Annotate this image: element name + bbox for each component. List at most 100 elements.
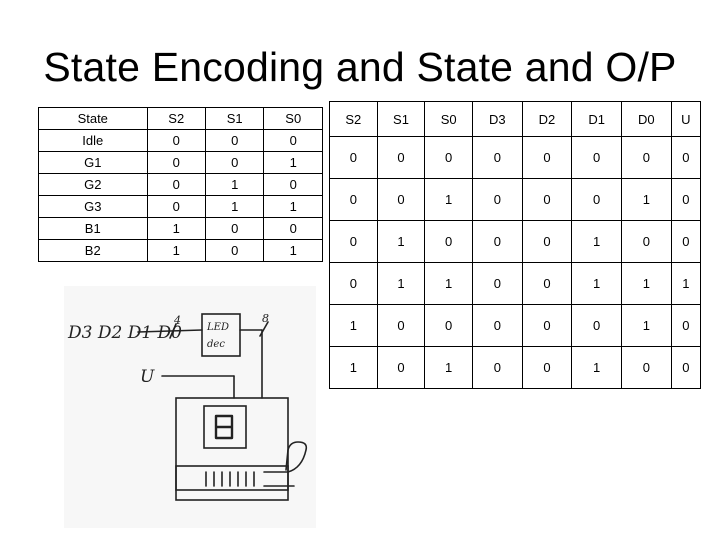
table-cell: 0 (146, 151, 206, 174)
table-cell: 0 (329, 136, 378, 179)
table-row: B2 1 0 1 (38, 239, 323, 262)
table-row: 1 0 0 0 0 0 1 0 (329, 304, 702, 347)
header-cell: U (670, 101, 702, 137)
table-cell: 0 (146, 195, 206, 218)
table-cell: 0 (571, 136, 622, 179)
header-cell: D0 (620, 101, 672, 137)
table-cell: 0 (329, 220, 378, 263)
header-cell: D3 (471, 101, 523, 137)
table-cell: 0 (376, 346, 426, 389)
table-cell: 0 (424, 304, 473, 347)
table-cell: 1 (424, 262, 473, 305)
page-title: State Encoding and State and O/P (43, 44, 677, 90)
header-cell: D2 (521, 101, 573, 137)
table-cell: 0 (670, 136, 702, 179)
table-row: B1 1 0 0 (38, 217, 323, 240)
table-cell: 0 (424, 136, 473, 179)
cable-wire (263, 441, 308, 487)
table-cell: 1 (204, 173, 265, 196)
table-cell: G3 (38, 195, 148, 218)
table-cell: 0 (146, 129, 206, 152)
table-cell: 1 (424, 178, 473, 221)
table-row: Idle 0 0 0 (38, 129, 323, 152)
decoder-label-line1: LED (206, 322, 229, 333)
decoder-label-line2: dec (207, 339, 225, 350)
table-cell: 0 (376, 304, 426, 347)
u-label: U (140, 367, 155, 387)
table-cell: 0 (471, 304, 523, 347)
table-cell: 0 (424, 220, 473, 263)
table-row: 0 0 1 0 0 0 1 0 (329, 178, 702, 221)
seven-segment-frame (203, 405, 247, 449)
output-bus-slash (259, 321, 269, 337)
table-cell: 0 (471, 178, 523, 221)
table-cell: Idle (38, 129, 148, 152)
table-row: 0 1 1 0 0 1 1 1 (329, 262, 702, 305)
table-cell: 0 (329, 178, 378, 221)
table-row: 0 0 0 0 0 0 0 0 (329, 136, 702, 179)
table-cell: 0 (571, 304, 622, 347)
header-cell: S2 (146, 107, 206, 130)
table-cell: 1 (620, 262, 672, 305)
header-cell: S2 (329, 101, 378, 137)
table-cell: 0 (670, 220, 702, 263)
table-header-row: S2 S1 S0 D3 D2 D1 D0 U (329, 101, 702, 137)
table-row: 0 1 0 0 0 1 0 0 (329, 220, 702, 263)
table-cell: 1 (376, 220, 426, 263)
table-cell: 0 (329, 262, 378, 305)
table-cell: 1 (263, 195, 323, 218)
table-cell: 0 (521, 220, 573, 263)
header-cell: S1 (376, 101, 426, 137)
table-cell: 1 (571, 220, 622, 263)
table-cell: 1 (204, 195, 265, 218)
state-encoding-table: State S2 S1 S0 Idle 0 0 0 G1 0 0 1 G2 0 … (38, 107, 323, 262)
table-cell: 0 (521, 136, 573, 179)
table-row: G3 0 1 1 (38, 195, 323, 218)
header-cell: State (38, 107, 148, 130)
table-header-row: State S2 S1 S0 (38, 107, 323, 130)
table-row: G2 0 1 0 (38, 173, 323, 196)
bus-width-out-label: 8 (262, 312, 269, 325)
table-cell: 0 (263, 217, 323, 240)
table-cell: 0 (146, 173, 206, 196)
table-cell: 1 (263, 151, 323, 174)
table-cell: 1 (376, 262, 426, 305)
table-row: 1 0 1 0 0 1 0 0 (329, 346, 702, 389)
table-cell: 1 (263, 239, 323, 262)
cable-housing (175, 465, 289, 491)
table-cell: 1 (424, 346, 473, 389)
table-cell: B2 (38, 239, 148, 262)
input-bus-slash (169, 323, 177, 339)
table-cell: 0 (471, 136, 523, 179)
table-cell: 0 (521, 304, 573, 347)
table-cell: 0 (620, 136, 672, 179)
seven-segment-digit (214, 414, 234, 440)
table-cell: 0 (571, 178, 622, 221)
inputs-label: D3 D2 D1 D0 (67, 323, 182, 343)
table-cell: B1 (38, 217, 148, 240)
table-cell: 0 (263, 173, 323, 196)
table-cell: 0 (620, 346, 672, 389)
table-cell: G2 (38, 173, 148, 196)
table-cell: 1 (571, 262, 622, 305)
state-output-table: S2 S1 S0 D3 D2 D1 D0 U 0 0 0 0 0 0 0 0 0… (329, 101, 702, 389)
table-cell: 0 (521, 178, 573, 221)
table-cell: 0 (620, 220, 672, 263)
table-cell: 0 (471, 262, 523, 305)
input-bus-line (137, 329, 203, 333)
header-cell: S0 (263, 107, 323, 130)
table-cell: 1 (620, 304, 672, 347)
header-cell: S0 (424, 101, 473, 137)
table-cell: 0 (376, 136, 426, 179)
table-cell: 0 (471, 220, 523, 263)
table-cell: 0 (204, 151, 265, 174)
table-cell: 0 (263, 129, 323, 152)
table-cell: 1 (670, 262, 702, 305)
led-decoder-box (201, 313, 241, 357)
hand-drawn-led-decoder-sketch: D3 D2 D1 D0 4 8 LED dec U (64, 286, 316, 528)
table-cell: 1 (329, 346, 378, 389)
table-cell: 0 (670, 346, 702, 389)
header-cell: D1 (571, 101, 622, 137)
table-cell: 0 (376, 178, 426, 221)
table-cell: G1 (38, 151, 148, 174)
